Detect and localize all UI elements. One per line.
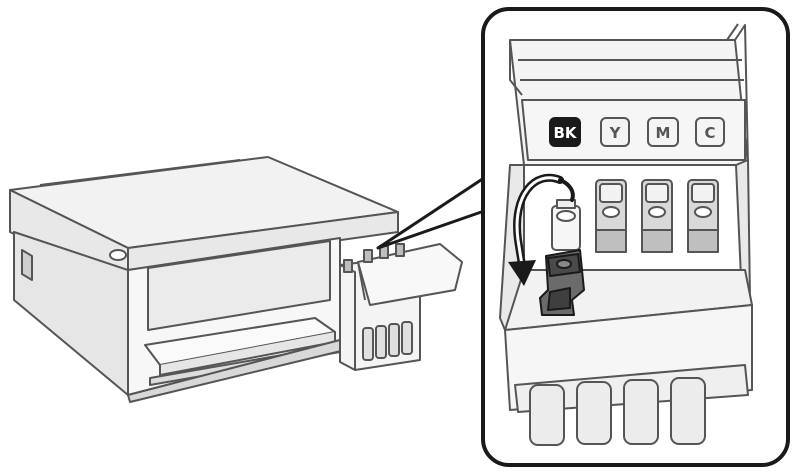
tank-cap-c	[687, 179, 719, 253]
tank-port-bk	[551, 199, 581, 251]
ink-tank-unit	[339, 243, 463, 371]
ink-label-bk: BK	[549, 117, 581, 147]
ink-label-strip: BK Y M C	[549, 117, 725, 147]
power-button	[109, 249, 127, 261]
ink-bottle-cap	[539, 249, 585, 316]
tank-cap-y	[595, 179, 627, 253]
ink-label-m: M	[647, 117, 679, 147]
rotate-arrow-icon	[508, 173, 575, 286]
ink-label-bk-text: BK	[553, 124, 577, 142]
tank-cover-open	[357, 243, 463, 306]
tank-cap-m	[641, 179, 673, 253]
zoom-panel: BK Y M C	[481, 7, 790, 467]
ink-label-c: C	[695, 117, 725, 147]
ink-label-y-text: Y	[609, 124, 622, 142]
ink-label-m-text: M	[656, 124, 671, 142]
ink-label-y: Y	[600, 117, 630, 147]
ink-label-c-text: C	[704, 124, 715, 142]
printer-illustration	[9, 156, 399, 403]
